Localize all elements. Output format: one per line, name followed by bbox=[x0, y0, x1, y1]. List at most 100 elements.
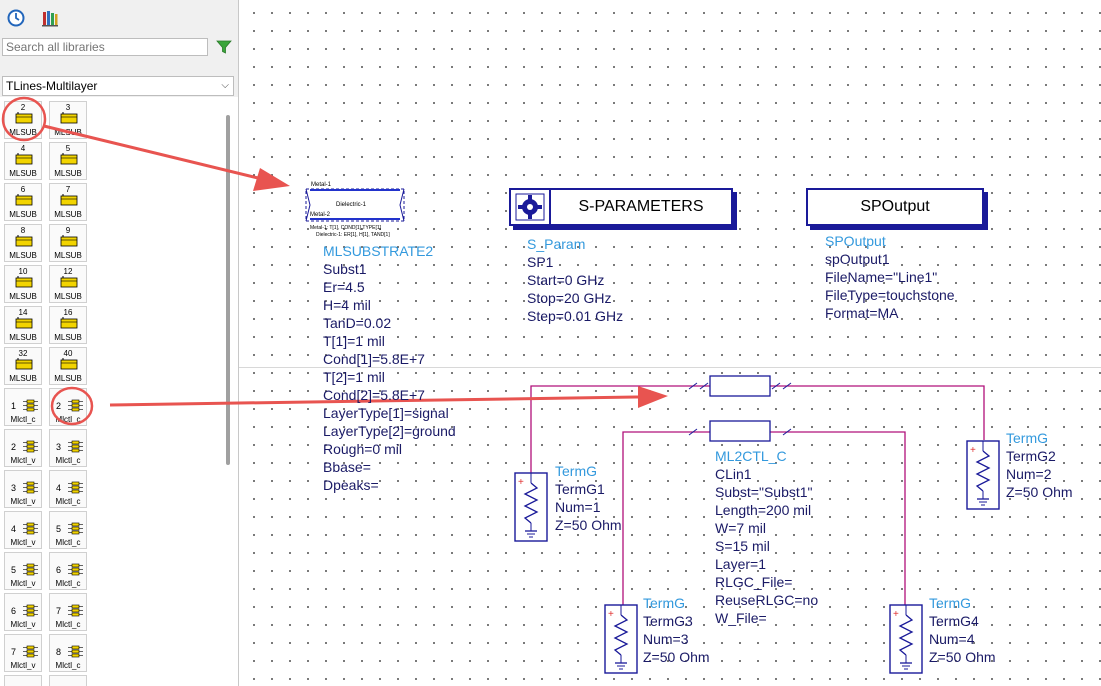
library-panel: TLines-Multilayer ⌵ 2MLSUB3MLSUB4MLSUB5M… bbox=[0, 0, 239, 686]
param-line: RLGC_File= bbox=[715, 574, 793, 590]
substrate-glyph-icon bbox=[60, 317, 78, 329]
substrate-symbol[interactable]: Metal-1 Dielectric-1 Metal-2 Metal-1: T[… bbox=[305, 182, 405, 238]
wire-4[interactable] bbox=[770, 431, 906, 608]
termg2-symbol[interactable]: + bbox=[966, 440, 1000, 510]
substrate-metal1-label: Metal-1 bbox=[311, 182, 332, 188]
spoutput-label: SPOutput bbox=[860, 198, 930, 215]
palette-item-number: 6 bbox=[11, 606, 17, 616]
param-line: TanD=0.02 bbox=[323, 315, 392, 331]
palette-item-label: Mlctl_v bbox=[10, 579, 36, 588]
palette-item-number: 3 bbox=[11, 483, 17, 493]
param-line: Z=50 Ohm bbox=[1006, 484, 1073, 500]
palette-item-label: Mlctl_c bbox=[55, 497, 81, 506]
sparameters-gear-icon bbox=[511, 190, 551, 224]
coupled-line-glyph-icon bbox=[68, 440, 83, 453]
block-title: SPOutput bbox=[825, 233, 886, 249]
substrate-glyph-icon bbox=[15, 235, 33, 247]
substrate-glyph-icon bbox=[15, 276, 33, 288]
palette-item-label: MLSUB bbox=[9, 292, 37, 301]
filter-icon[interactable] bbox=[216, 39, 232, 55]
books-icon[interactable] bbox=[40, 8, 60, 28]
param-line: Length=200 mil bbox=[715, 502, 812, 518]
palette-item[interactable]: 9Mlctl_c bbox=[49, 675, 87, 686]
param-line: Cond[1]=5.8E+7 bbox=[323, 351, 425, 367]
coupled-line-glyph-icon bbox=[23, 440, 38, 453]
clock-icon[interactable] bbox=[6, 8, 26, 28]
palette-scrollbar[interactable] bbox=[226, 115, 230, 465]
param-line: Num=2 bbox=[1006, 466, 1052, 482]
palette-item-label: Mlctl_c bbox=[55, 620, 81, 629]
coupled-line-symbol[interactable] bbox=[688, 375, 792, 442]
coupled-line-glyph-icon bbox=[23, 604, 38, 617]
schematic-canvas[interactable] bbox=[239, 0, 1101, 686]
coupled-line-glyph-icon bbox=[68, 604, 83, 617]
substrate-glyph-icon bbox=[60, 112, 78, 124]
svg-text:+: + bbox=[970, 445, 976, 456]
sparameters-label: S-PARAMETERS bbox=[578, 198, 704, 215]
substrate-glyph-icon bbox=[60, 358, 78, 370]
wire-3[interactable] bbox=[622, 431, 710, 612]
block-title: MLSUBSTRATE2 bbox=[323, 243, 434, 259]
library-select[interactable]: TLines-Multilayer ⌵ bbox=[2, 76, 234, 96]
sparameters-block[interactable]: S-PARAMETERS bbox=[509, 188, 733, 226]
palette-item-label: MLSUB bbox=[54, 333, 82, 342]
termg3-symbol[interactable]: + bbox=[604, 604, 638, 674]
param-line: FileType=touchstone bbox=[825, 287, 955, 303]
palette-item-number: 7 bbox=[56, 606, 62, 616]
palette-item-label: MLSUB bbox=[54, 292, 82, 301]
palette-item-number: 32 bbox=[18, 349, 28, 358]
block-title: TermG bbox=[929, 595, 971, 611]
param-line: W=7 mil bbox=[715, 520, 766, 536]
termg4-symbol[interactable]: + bbox=[889, 604, 923, 674]
termg1-symbol[interactable]: + bbox=[514, 472, 548, 542]
chevron-down-icon: ⌵ bbox=[221, 80, 229, 91]
coupled-line-glyph-icon bbox=[23, 522, 38, 535]
param-line: T[2]=1 mil bbox=[323, 369, 385, 385]
wire-1[interactable] bbox=[530, 385, 710, 485]
palette-item-label: MLSUB bbox=[54, 210, 82, 219]
wire-2[interactable] bbox=[770, 385, 985, 440]
search-input[interactable] bbox=[2, 38, 208, 56]
param-line: Num=1 bbox=[555, 499, 601, 515]
palette-item-number: 14 bbox=[18, 308, 28, 317]
palette-item-number: 40 bbox=[63, 349, 73, 358]
spoutput-block[interactable]: SPOutput bbox=[806, 188, 984, 226]
palette-item-label: MLSUB bbox=[54, 374, 82, 383]
